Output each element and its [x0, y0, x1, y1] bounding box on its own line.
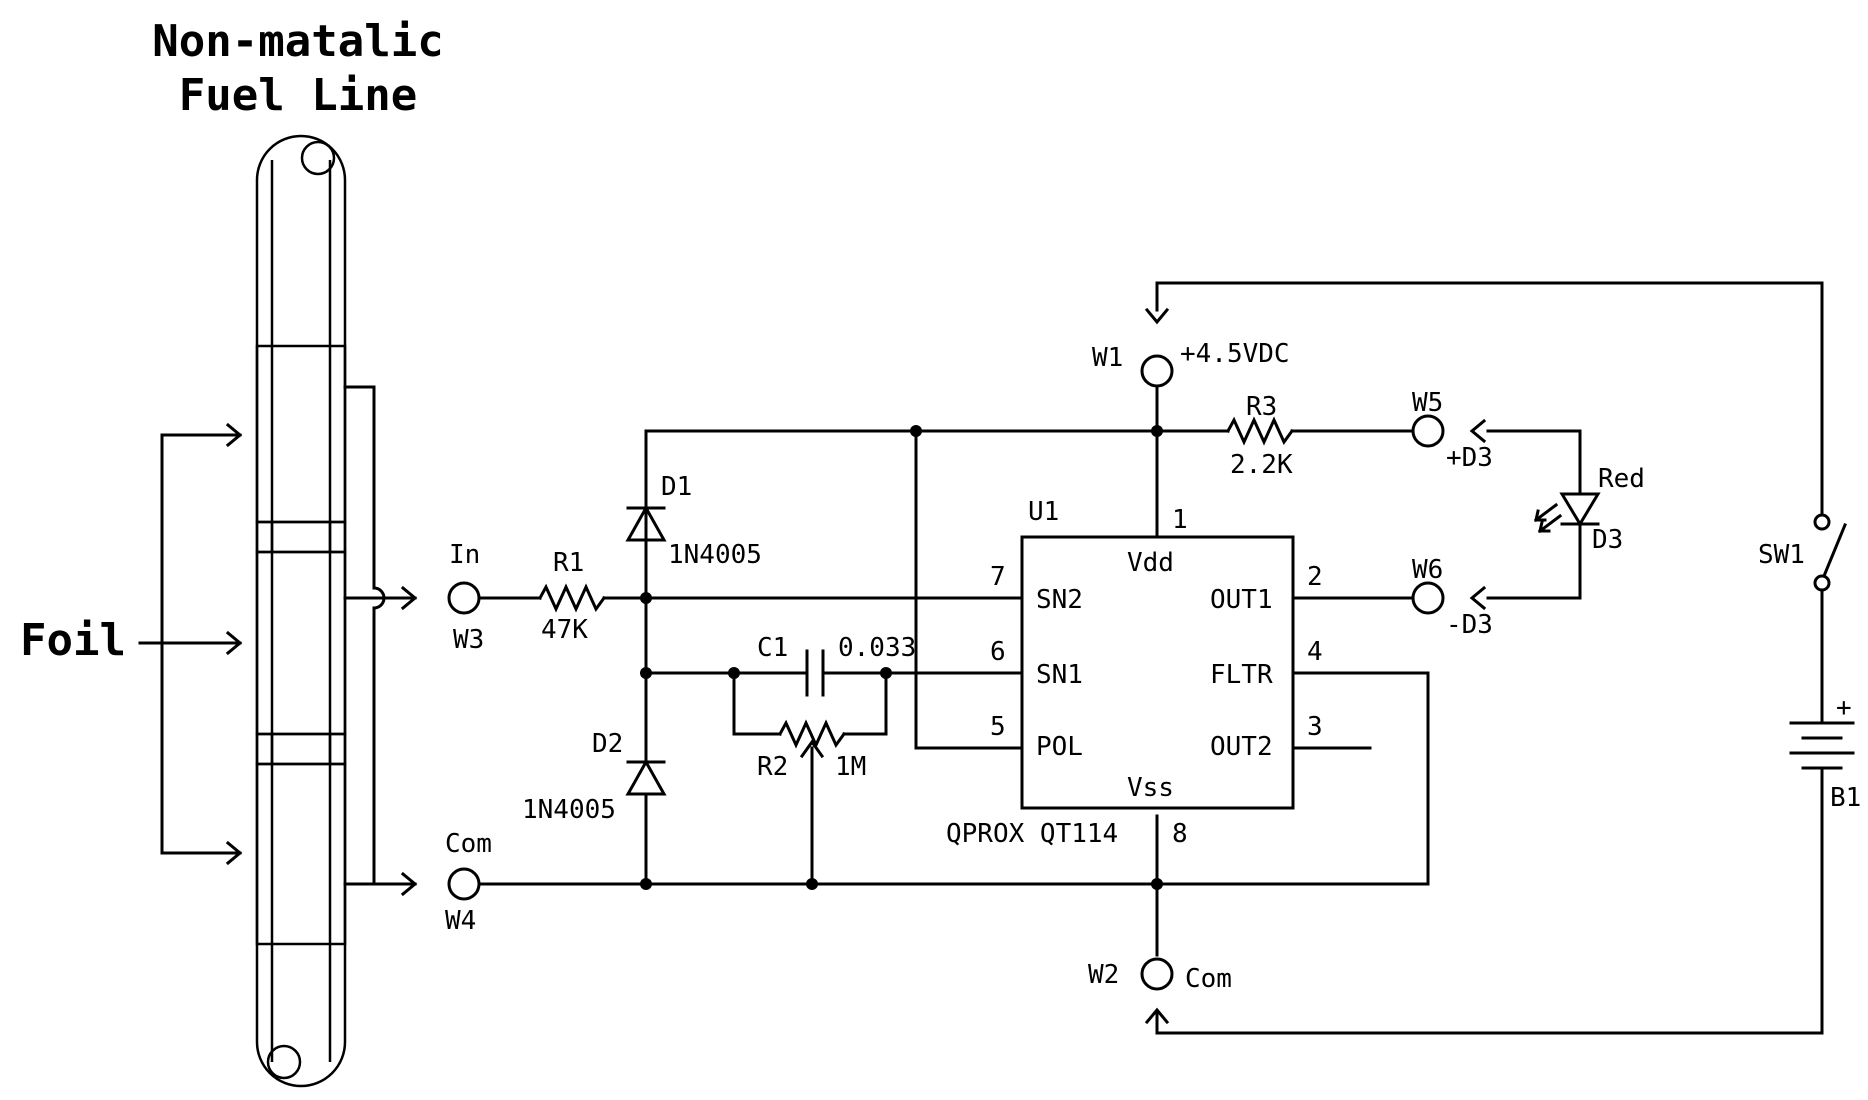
terminal-w2-label: Com — [1185, 964, 1232, 994]
terminal-w1-ref: W1 — [1092, 343, 1123, 373]
terminal-w3: In W3 — [447, 540, 484, 655]
led-d3-color: Red — [1598, 464, 1645, 494]
terminal-w2: W2 Com — [1088, 957, 1232, 994]
diode-d2: D2 1N4005 — [522, 729, 667, 825]
foil-connection-wires — [343, 385, 418, 897]
terminal-w2-ref: W2 — [1088, 960, 1119, 990]
ic-pin-8-name: Vss — [1127, 773, 1174, 803]
resistor-r3: R3 2.2K — [1225, 392, 1295, 480]
resistor-r3-value: 2.2K — [1230, 450, 1293, 480]
capacitor-c1-value: 0.033 — [838, 633, 916, 663]
terminal-w1-label: +4.5VDC — [1180, 339, 1290, 369]
led-d3-ref: D3 — [1592, 525, 1623, 555]
terminal-w3-ref: W3 — [453, 625, 484, 655]
terminal-w5-ref: W5 — [1412, 388, 1443, 418]
title-line-1: Non-matalic — [152, 16, 443, 67]
ic-pin-7-number: 7 — [990, 562, 1006, 592]
ic-pin-7-name: SN2 — [1036, 585, 1083, 615]
switch-sw1-ref: SW1 — [1758, 540, 1805, 570]
foil-label: Foil — [20, 615, 126, 666]
terminal-w6: W6 -D3 — [1411, 555, 1493, 640]
connection-arrows — [1144, 307, 1487, 1025]
ic-u1-ref: U1 — [1028, 497, 1059, 527]
potentiometer-r2: R2 1M — [757, 719, 866, 782]
potentiometer-r2-ref: R2 — [757, 752, 788, 782]
terminal-w1: W1 +4.5VDC — [1092, 339, 1290, 388]
ic-pin-5-name: POL — [1036, 732, 1083, 762]
ic-u1-part: QPROX QT114 — [946, 819, 1118, 849]
diode-d1-value: 1N4005 — [668, 540, 762, 570]
diode-d2-value: 1N4005 — [522, 795, 616, 825]
ic-pin-3-number: 3 — [1307, 712, 1323, 742]
terminal-w5-label: +D3 — [1446, 443, 1493, 473]
ic-pin-5-number: 5 — [990, 712, 1006, 742]
ic-pin-4-number: 4 — [1307, 637, 1323, 667]
resistor-r1: R1 47K — [537, 548, 607, 645]
resistor-r3-ref: R3 — [1246, 392, 1277, 422]
diode-d1: D1 1N4005 — [625, 472, 762, 570]
terminal-w5: W5 +D3 — [1411, 388, 1493, 473]
battery-b1-ref: B1 — [1830, 783, 1861, 813]
battery-b1: + B1 — [1789, 693, 1861, 813]
terminal-w6-label: -D3 — [1446, 610, 1493, 640]
battery-b1-polarity: + — [1836, 693, 1852, 723]
fuel-line-tube — [255, 134, 347, 1088]
led-d3: Red D3 — [1533, 464, 1645, 555]
ic-pin-6-number: 6 — [990, 637, 1006, 667]
resistor-r1-ref: R1 — [553, 548, 584, 578]
ic-pin-2-name: OUT1 — [1210, 585, 1273, 615]
ic-pin-2-number: 2 — [1307, 562, 1323, 592]
ic-pin-4-name: FLTR — [1210, 660, 1273, 690]
circuit-wires — [477, 281, 1824, 1035]
diode-d2-ref: D2 — [592, 729, 623, 759]
ic-pin-8-number: 8 — [1172, 819, 1188, 849]
junction-dots — [640, 425, 1163, 890]
capacitor-c1: C1 0.033 — [757, 633, 916, 697]
terminal-w4-ref: W4 — [445, 906, 476, 936]
capacitor-c1-ref: C1 — [757, 633, 788, 663]
terminal-w3-label: In — [449, 540, 480, 570]
ic-pin-6-name: SN1 — [1036, 660, 1083, 690]
switch-sw1: SW1 — [1758, 513, 1847, 592]
potentiometer-r2-value: 1M — [835, 752, 866, 782]
diode-d1-ref: D1 — [661, 472, 692, 502]
terminal-w6-ref: W6 — [1412, 555, 1443, 585]
ic-u1: U1 QPROX QT114 1 Vdd 2 OUT1 3 OUT2 4 FLT… — [946, 497, 1323, 849]
title-line-2: Fuel Line — [179, 70, 417, 121]
terminal-w4: Com W4 — [445, 829, 492, 936]
resistor-r1-value: 47K — [541, 615, 588, 645]
terminal-w4-label: Com — [445, 829, 492, 859]
ic-pin-1-name: Vdd — [1127, 548, 1174, 578]
foil-pointers — [138, 422, 243, 866]
ic-pin-3-name: OUT2 — [1210, 732, 1273, 762]
ic-pin-1-number: 1 — [1172, 505, 1188, 535]
